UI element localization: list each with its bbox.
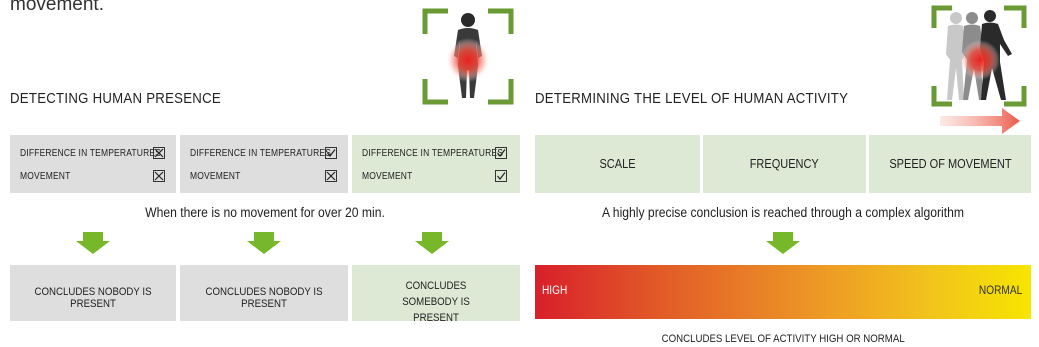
right-note: A highly precise conclusion is reached t… (602, 205, 964, 220)
factors-panel: SCALE FREQUENCY SPEED OF MOVEMENT (535, 135, 1031, 193)
factor-frequency: FREQUENCY (749, 157, 820, 171)
condition-label: DIFFERENCE IN TEMPERATURES (362, 148, 504, 159)
walking-people-icon (931, 5, 1027, 134)
activity-caption: CONCLUDES LEVEL OF ACTIVITY HIGH OR NORM… (661, 333, 905, 345)
condition-label: DIFFERENCE IN TEMPERATURES (20, 148, 162, 159)
result-text: CONCLUDES SOMEBODY IS PRESENT (402, 280, 470, 324)
condition-label: MOVEMENT (20, 171, 71, 182)
activity-level-bar: HIGH NORMAL (535, 265, 1031, 319)
condition-label: MOVEMENT (190, 171, 241, 182)
left-note: When there is no movement for over 20 mi… (145, 205, 385, 220)
case-box-1: DIFFERENCE IN TEMPERATURES MOVEMENT (10, 135, 176, 193)
factor-scale: SCALE (599, 157, 636, 171)
case-box-2: DIFFERENCE IN TEMPERATURES MOVEMENT (180, 135, 348, 193)
x-icon (153, 170, 165, 182)
result-text: CONCLUDES NOBODY IS PRESENT (205, 286, 323, 310)
divider (700, 135, 703, 193)
arrow-down-icon (415, 232, 449, 254)
result-box-2: CONCLUDES NOBODY IS PRESENT (180, 265, 348, 321)
arrow-right-icon (940, 108, 1020, 134)
x-icon (153, 147, 165, 159)
arrow-down-icon (76, 232, 110, 254)
bar-label-normal: NORMAL (978, 285, 1022, 297)
check-icon (495, 170, 507, 182)
condition-label: DIFFERENCE IN TEMPERATURES (190, 148, 332, 159)
bar-label-high: HIGH (542, 285, 568, 297)
arrow-down-icon (247, 232, 281, 254)
standing-person-icon (422, 8, 514, 105)
condition-label: MOVEMENT (362, 171, 413, 182)
check-icon (495, 147, 507, 159)
arrow-down-icon (766, 232, 800, 254)
result-box-3: CONCLUDES SOMEBODY IS PRESENT (352, 265, 520, 324)
case-box-3: DIFFERENCE IN TEMPERATURES MOVEMENT (352, 135, 520, 193)
result-text: CONCLUDES NOBODY IS PRESENT (34, 286, 152, 310)
result-box-1: CONCLUDES NOBODY IS PRESENT (10, 265, 176, 321)
left-section-title: DETECTING HUMAN PRESENCE (10, 90, 221, 107)
intro-fragment: movement. (10, 0, 104, 15)
right-section-title: DETERMINING THE LEVEL OF HUMAN ACTIVITY (535, 90, 849, 107)
divider (866, 135, 869, 193)
check-icon (325, 147, 337, 159)
x-icon (325, 170, 337, 182)
factor-speed: SPEED OF MOVEMENT (888, 157, 1012, 171)
